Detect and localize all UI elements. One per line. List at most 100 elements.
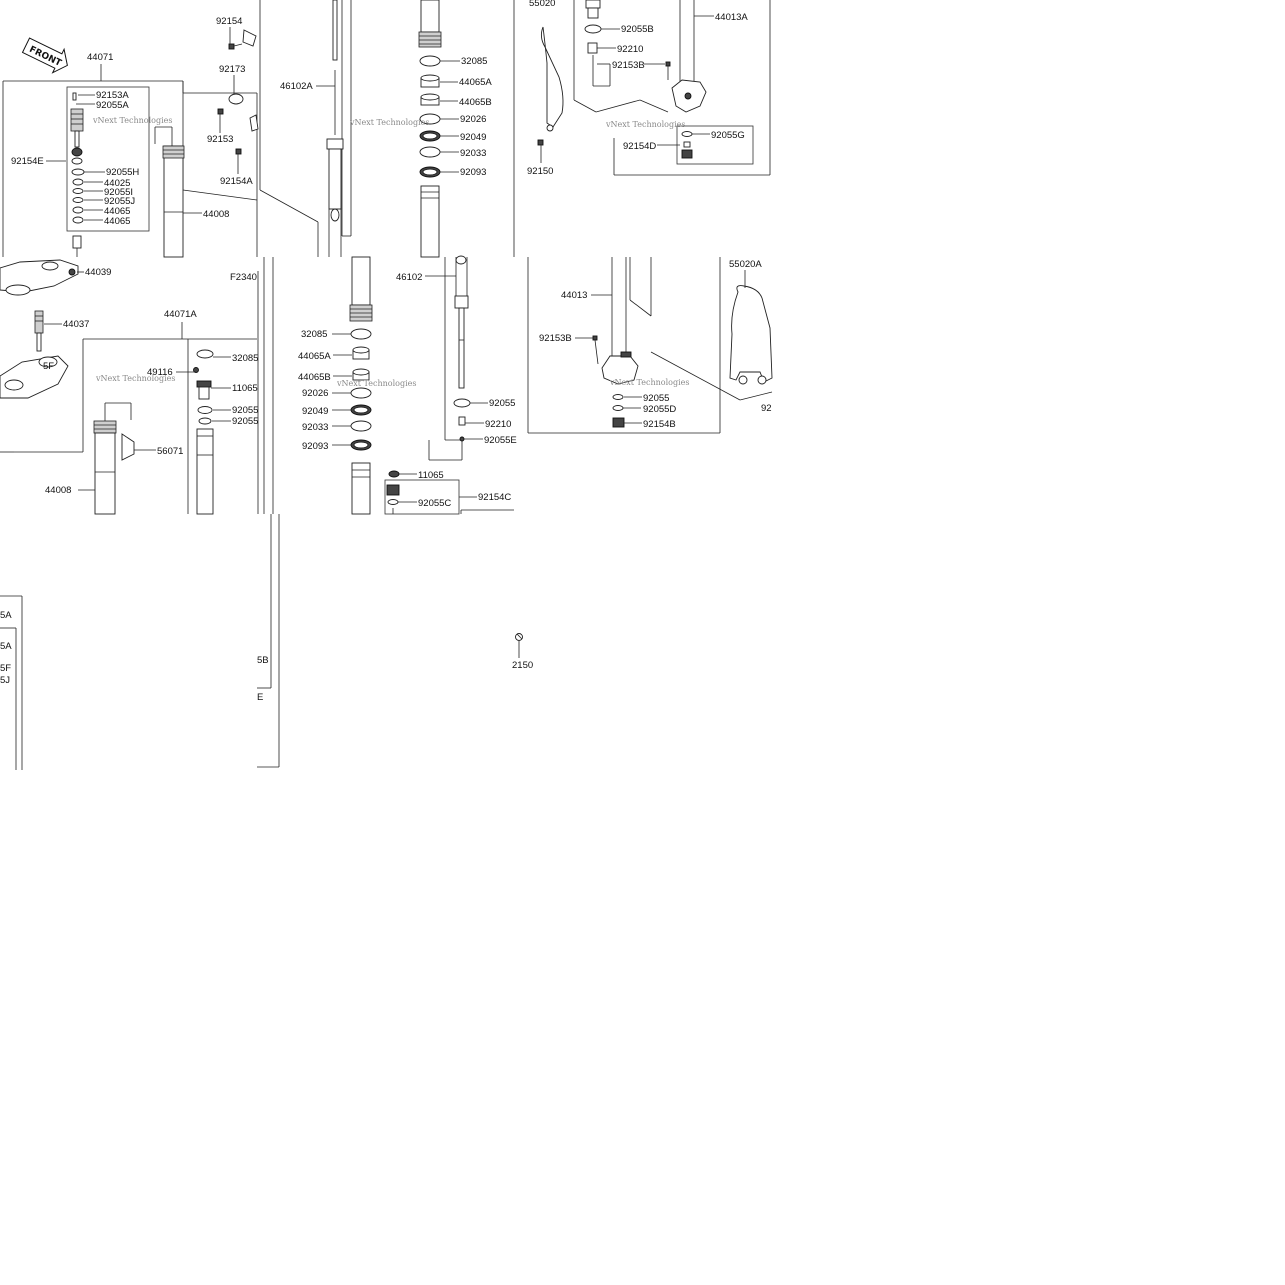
label-92055-c: 92055 — [489, 398, 515, 409]
bushing-44065B-part — [420, 93, 440, 106]
label-92153: 92153 — [207, 134, 233, 145]
label-92049: 92049 — [460, 132, 486, 143]
fork-rod-46102A-part — [326, 0, 344, 257]
label-55020A: 55020A — [729, 259, 762, 270]
label-92055-d: 92055 — [643, 393, 669, 404]
label-92154C: 92154C — [478, 492, 511, 503]
label-E: E — [257, 692, 263, 703]
tile-top-left: 44071 92154 92173 92153 92154A 92153A 92… — [2, 16, 259, 258]
fork-guard-55020A-part — [729, 285, 773, 385]
clamp-92173-part — [228, 93, 244, 105]
label-92154E: 92154E — [11, 156, 44, 167]
ring-32085-part — [419, 55, 441, 67]
label-56071: 56071 — [157, 446, 183, 457]
label-F2340: F2340 — [230, 272, 257, 283]
valve-49116-part — [176, 367, 212, 400]
label-5A-1: 5A — [0, 610, 12, 621]
bolt-92150-part — [537, 139, 544, 163]
label-44065-1: 44065 — [104, 206, 130, 217]
label-92210-c: 92210 — [485, 419, 511, 430]
label-92026: 92026 — [460, 114, 486, 125]
label-5F: 5F — [43, 361, 54, 372]
label-92055I: 92055I — [104, 187, 133, 198]
clip-92033-part — [419, 146, 441, 158]
fork-cylinder-part — [418, 0, 442, 258]
label-92173: 92173 — [219, 64, 245, 75]
axle-holder-part — [584, 0, 602, 54]
label-92055D: 92055D — [643, 404, 676, 415]
label-46102: 46102 — [396, 272, 422, 283]
label-5B: 5B — [257, 655, 269, 666]
label-92055A: 92055A — [96, 100, 129, 111]
label-5J: 5J — [0, 675, 10, 686]
label-92-d: 92 — [761, 403, 772, 414]
watermark-6: vNext Technologies — [609, 378, 689, 387]
label-44065-2: 44065 — [104, 216, 130, 227]
label-92153B: 92153B — [612, 60, 645, 71]
label-92055E-c: 92055E — [484, 435, 517, 446]
cartridge-kit-box — [66, 86, 150, 232]
fork-rod-46102-part — [454, 255, 469, 389]
label-11065-b: 11065 — [232, 383, 258, 394]
tile-top-right: 55020 92055B 92210 92153B 44013A 92055G … — [527, 0, 771, 177]
damper-cylinder-part — [196, 428, 214, 515]
label-44065A-c: 44065A — [298, 351, 331, 362]
damper-rod-part — [70, 92, 84, 257]
label-44025: 44025 — [104, 178, 130, 189]
label-92154D: 92154D — [623, 141, 656, 152]
label-92033-c: 92033 — [302, 422, 328, 433]
front-arrow-icon: FRONT — [21, 37, 68, 74]
label-92154B: 92154B — [643, 419, 676, 430]
label-92055B: 92055B — [621, 24, 654, 35]
label-plate-56071-part — [121, 433, 135, 461]
nut-11065-part — [388, 470, 400, 478]
label-44071A: 44071A — [164, 309, 197, 320]
label-44065B: 44065B — [459, 97, 492, 108]
label-55020: 55020 — [529, 0, 555, 9]
bolt-92153-part — [217, 108, 259, 133]
bolt-92154-part — [228, 29, 257, 50]
watermark-1: vNext Technologies — [92, 116, 172, 125]
label-44071: 44071 — [87, 52, 113, 63]
inner-tube-44008-b-part — [93, 420, 117, 515]
label-5A-2: 5A — [0, 641, 12, 652]
label-44037: 44037 — [63, 319, 89, 330]
label-44013: 44013 — [561, 290, 587, 301]
label-44008: 44008 — [203, 209, 229, 220]
bolt-2150-part — [515, 633, 523, 658]
tile-middle-left: 44039 44037 44071A F2340 32085 49116 110… — [0, 257, 265, 515]
label-44008-b: 44008 — [45, 485, 71, 496]
label-92150: 92150 — [527, 166, 553, 177]
label-32085: 32085 — [461, 56, 487, 67]
watermark-5: vNext Technologies — [336, 379, 416, 388]
label-92055-b2: 92055 — [232, 416, 258, 427]
bolt-92153B-d-part — [592, 335, 599, 365]
watermark-2: vNext Technologies — [349, 118, 429, 127]
label-92055J: 92055J — [104, 196, 135, 207]
fork-guard-55020-part — [540, 26, 564, 132]
bolt-92154D-part — [681, 141, 693, 159]
label-11065-c: 11065 — [418, 470, 444, 481]
watermark-4: vNext Technologies — [95, 374, 175, 383]
label-2150: 2150 — [512, 660, 533, 671]
bushing-44065A-part — [420, 74, 440, 88]
label-46102A: 46102A — [280, 81, 313, 92]
label-92154: 92154 — [216, 16, 242, 27]
bolt-92154A-part — [235, 148, 242, 174]
label-92154A: 92154A — [220, 176, 253, 187]
bolt-92154B-part — [612, 417, 625, 428]
label-5F-e: 5F — [0, 663, 11, 674]
label-32085-b: 32085 — [232, 353, 258, 364]
tile-middle-right: 44013 92153B 55020A 92055 92055D 92154B … — [527, 257, 773, 434]
label-92055G: 92055G — [711, 130, 745, 141]
label-44065B-c: 44065B — [298, 372, 331, 383]
bolt-92154C-part — [386, 484, 400, 496]
outer-tube-44013-part — [601, 257, 639, 385]
label-92153A: 92153A — [96, 90, 129, 101]
upper-clamp-44039-part — [0, 259, 79, 296]
label-49116: 49116 — [147, 367, 173, 378]
label-92055H: 92055H — [106, 167, 139, 178]
tile-middle-middle: 46102 32085 44065A 44065B 92026 92049 92… — [272, 255, 517, 515]
label-92153B-d: 92153B — [539, 333, 572, 344]
